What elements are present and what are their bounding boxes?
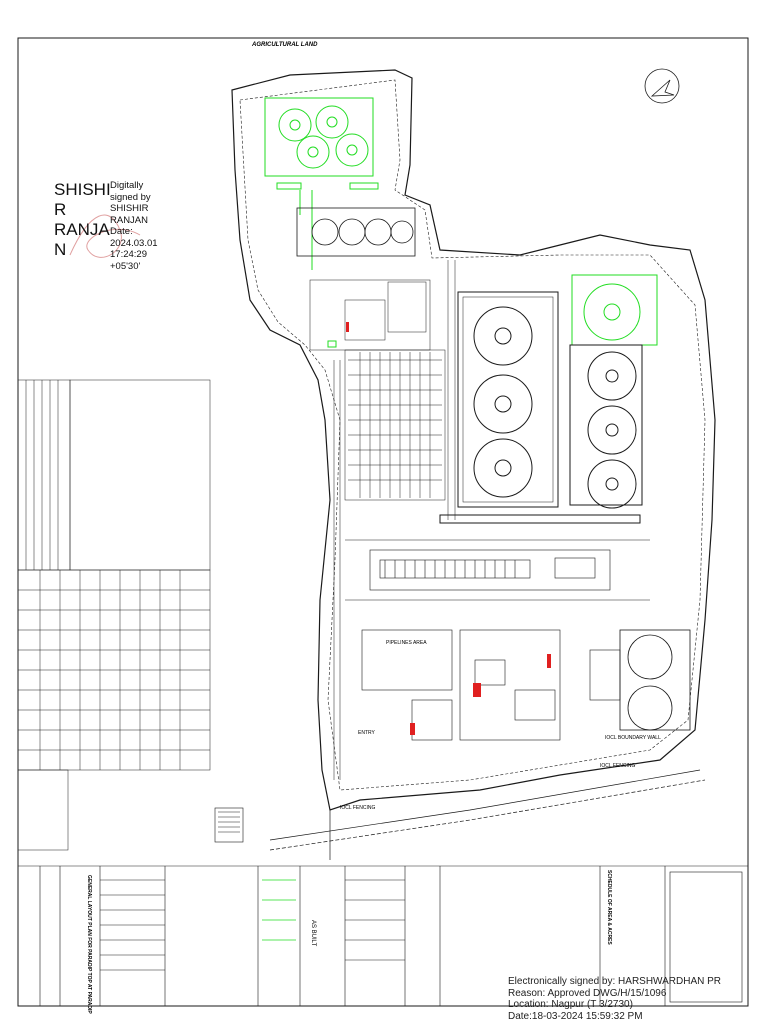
as-built-label: AS BUILT xyxy=(310,920,316,947)
entry-label: ENTRY xyxy=(358,730,375,736)
signature-meta-line: 17:24:29 xyxy=(110,249,147,260)
signature-meta: Digitally signed by SHISHIR RANJAN Date:… xyxy=(110,180,158,272)
top-label: AGRICULTURAL LAND xyxy=(252,42,318,48)
signature-name-line: RANJA xyxy=(54,220,110,239)
signature-meta-line: Date: xyxy=(110,226,133,237)
signature-meta-line: signed by xyxy=(110,191,151,203)
signature-meta-line: Digitally xyxy=(110,180,144,191)
title-block-title: GENERAL LAYOUT PLAN FOR PARADIP TOP AT P… xyxy=(86,875,92,1014)
north-arrow-icon xyxy=(644,68,680,104)
signature-name: SHISHI R RANJA N xyxy=(54,180,111,260)
stamp-line: Reason: Approved DWG/H/15/1096 xyxy=(508,987,667,999)
approval-stamp: Electronically signed by: HARSHWARDHAN P… xyxy=(508,976,721,1022)
signature-name-line: SHISHI xyxy=(54,180,111,199)
fencing-label-2: IOCL FENCING xyxy=(600,763,636,769)
stamp-line: Location: Nagpur (T 3/2730) xyxy=(508,999,633,1010)
stamp-line: Date:18-03-2024 15:59:32 PM xyxy=(508,1010,643,1022)
fencing-label-1: IOCL FENCING xyxy=(340,805,376,811)
pipeline-area-label: PIPELINES AREA xyxy=(386,640,427,646)
signature-meta-line: 2024.03.01 xyxy=(110,237,158,249)
signature-meta-line: SHISHIR xyxy=(110,203,149,214)
signature-name-line: N xyxy=(54,240,67,259)
signature-meta-line: +05'30' xyxy=(110,260,141,272)
stamp-line: Electronically signed by: HARSHWARDHAN P… xyxy=(508,976,722,987)
signature-meta-line: RANJAN xyxy=(110,214,149,226)
signature-scribble xyxy=(69,214,141,258)
signature-name-line: R xyxy=(54,200,67,219)
boundary-wall-label: IOCL BOUNDARY WALL xyxy=(605,735,661,741)
schedule-label: SCHEDULE OF AREA & ACRES xyxy=(606,870,612,945)
